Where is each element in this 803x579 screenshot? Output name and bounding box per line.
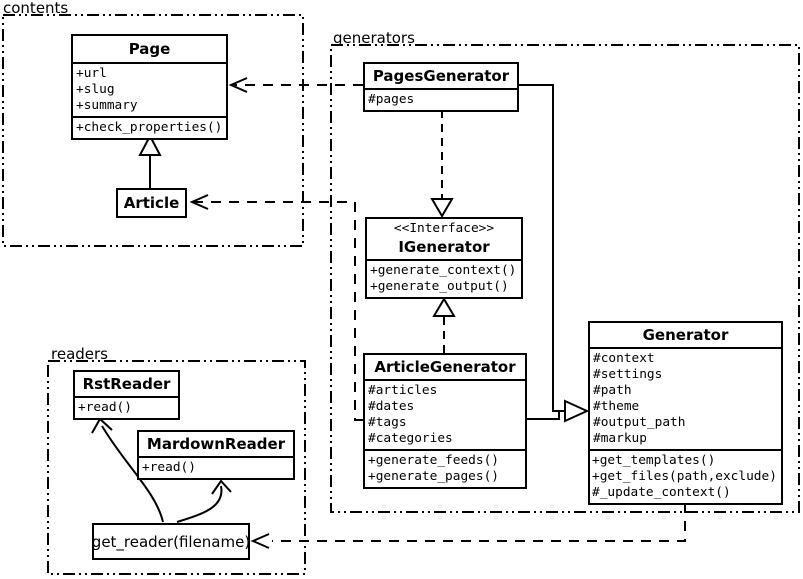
class-igenerator: <<Interface>> IGenerator +generate_conte… bbox=[365, 217, 523, 299]
class-articlegenerator-attributes: #articles #dates #tags #categories bbox=[365, 379, 525, 449]
class-mardownreader-name: MardownReader bbox=[146, 435, 286, 453]
package-generators-border bbox=[330, 44, 800, 513]
class-rstreader: RstReader +read() bbox=[73, 370, 180, 420]
package-readers-border bbox=[47, 360, 306, 575]
edge-articlegenerator-implements-igenerator bbox=[432, 297, 456, 353]
class-pagesgenerator-attributes: #pages bbox=[365, 88, 517, 110]
class-rstreader-methods: +read() bbox=[75, 396, 178, 418]
class-rstreader-name: RstReader bbox=[82, 375, 171, 393]
class-igenerator-name: IGenerator bbox=[398, 238, 490, 256]
class-page: Page +url +slug +summary +check_properti… bbox=[71, 34, 228, 140]
class-article: Article bbox=[116, 188, 187, 218]
edge-pagesgenerator-implements-igenerator bbox=[430, 110, 454, 218]
edge-articlegenerator-uses-article bbox=[189, 194, 363, 421]
package-contents-border bbox=[2, 14, 304, 247]
class-generator-attributes: #context #settings #path #theme #output_… bbox=[590, 347, 781, 449]
class-generator-name: Generator bbox=[642, 326, 729, 344]
class-pagesgenerator: PagesGenerator #pages bbox=[363, 62, 519, 112]
package-generators-label: generators bbox=[333, 29, 415, 47]
package-contents-label: contents bbox=[3, 0, 69, 17]
edge-getreader-returns-mardownreader bbox=[176, 479, 232, 523]
function-get-reader: get_reader(filename) bbox=[92, 523, 250, 560]
class-page-name: Page bbox=[128, 40, 171, 58]
class-articlegenerator-name: ArticleGenerator bbox=[374, 358, 516, 376]
class-pagesgenerator-name: PagesGenerator bbox=[372, 67, 510, 85]
class-generator: Generator #context #settings #path #them… bbox=[588, 321, 783, 505]
class-igenerator-methods: +generate_context() +generate_output() bbox=[367, 259, 521, 297]
class-igenerator-stereotype: <<Interface>> bbox=[393, 221, 495, 236]
package-readers-label: readers bbox=[51, 345, 108, 363]
edge-generator-uses-getreader bbox=[250, 503, 686, 549]
class-page-methods: +check_properties() bbox=[73, 116, 226, 138]
class-articlegenerator: ArticleGenerator #articles #dates #tags … bbox=[363, 353, 527, 489]
edge-generators-extend-generator bbox=[519, 84, 590, 423]
class-articlegenerator-methods: +generate_feeds() +generate_pages() bbox=[365, 449, 525, 487]
class-mardownreader: MardownReader +read() bbox=[137, 430, 295, 480]
class-generator-methods: +get_templates() +get_files(path,exclude… bbox=[590, 449, 781, 503]
class-mardownreader-methods: +read() bbox=[139, 456, 293, 478]
class-article-name: Article bbox=[123, 194, 180, 212]
class-page-attributes: +url +slug +summary bbox=[73, 62, 226, 116]
edge-pagesgenerator-uses-page bbox=[228, 77, 363, 93]
edge-article-extends-page bbox=[138, 133, 162, 190]
